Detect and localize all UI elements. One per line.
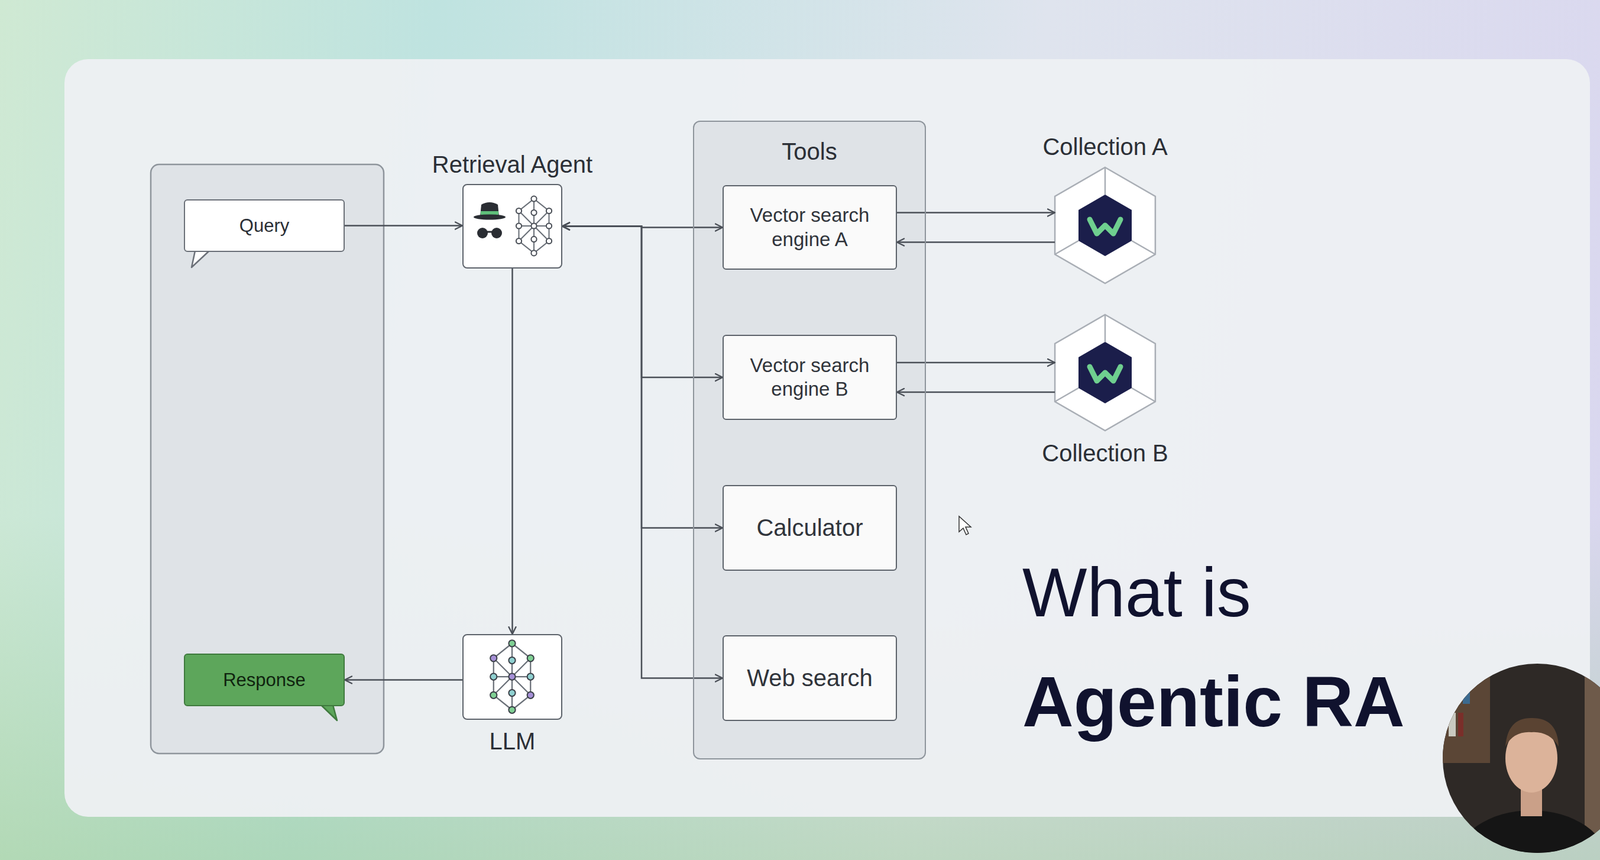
connector-arrow (896, 241, 1055, 244)
outside-label-holder: Collection A (1013, 132, 1197, 162)
box-text: Calculator (756, 513, 863, 543)
outside-label-holder: Collection B (1013, 438, 1197, 468)
node-label: Collection B (1013, 438, 1197, 468)
box-text: Query (239, 214, 290, 238)
box-text: Vector search engine A (739, 203, 882, 252)
response-bubble: Response (183, 653, 345, 706)
tool-box: Calculator (722, 484, 897, 571)
book (1455, 679, 1461, 704)
book (1448, 712, 1456, 737)
connector-arrow (344, 678, 463, 681)
query-bubble: Query (183, 199, 345, 252)
outside-label-holder: LLM (422, 726, 603, 756)
connector-arrow (562, 226, 723, 679)
tools-panel-fill (692, 120, 926, 760)
collection-hexagon (1054, 167, 1156, 284)
mouse-cursor (959, 516, 971, 535)
book (1458, 712, 1464, 737)
llm-network-icon (490, 639, 534, 714)
network-icon (516, 196, 552, 257)
connector-arrow (344, 224, 463, 227)
collection-node: Collection A (1054, 167, 1156, 284)
book (1447, 679, 1454, 704)
collection-node: Collection B (1054, 314, 1156, 431)
slide-title-line: What is (1022, 558, 1252, 627)
hat (480, 202, 500, 217)
tool-box: Vector search engine B (722, 334, 897, 420)
bubble-tail (191, 250, 210, 268)
webcam-overlay (1436, 656, 1600, 860)
connector-arrow (896, 361, 1055, 364)
connector-arrow (562, 226, 723, 378)
glasses (477, 227, 488, 239)
node-label: LLM (422, 726, 603, 756)
agent-box-fill (462, 183, 563, 269)
chat-panel (150, 164, 384, 754)
connector-arrow (511, 268, 514, 634)
node-label: Retrieval Agent (422, 150, 603, 180)
node-label: Collection A (1013, 132, 1197, 162)
hat-brim (473, 214, 506, 220)
bookshelf (1442, 674, 1491, 763)
box-text: Vector search engine B (739, 353, 882, 402)
person-hair (1505, 717, 1559, 747)
outside-label-holder: Retrieval Agent (422, 150, 603, 180)
tool-box: Vector search engine A (722, 185, 897, 270)
connector-arrow (562, 226, 723, 529)
glasses-bridge (486, 231, 494, 233)
box-text: Web search (746, 663, 873, 693)
llm-box: LLM (462, 633, 563, 720)
hat-band (480, 211, 499, 215)
connector-arrow (896, 211, 1055, 214)
book (1462, 681, 1470, 704)
box-text: Response (222, 668, 306, 692)
slide-title-line: Agentic RA (1022, 665, 1405, 737)
tool-box: Web search (722, 635, 897, 721)
bubble-tail (321, 704, 338, 721)
spy-icon (473, 202, 506, 239)
connector-arrow (896, 391, 1055, 394)
tools-panel: ToolsVector search engine A Vector search… (692, 120, 926, 760)
panel-heading: Tools (694, 137, 925, 167)
slide-panel (64, 59, 1590, 817)
agent-box: Retrieval Agent (462, 183, 563, 269)
collection-hexagon (1054, 314, 1156, 431)
llm-box-fill (462, 633, 563, 720)
glasses (491, 227, 502, 239)
person-body (1454, 810, 1600, 860)
